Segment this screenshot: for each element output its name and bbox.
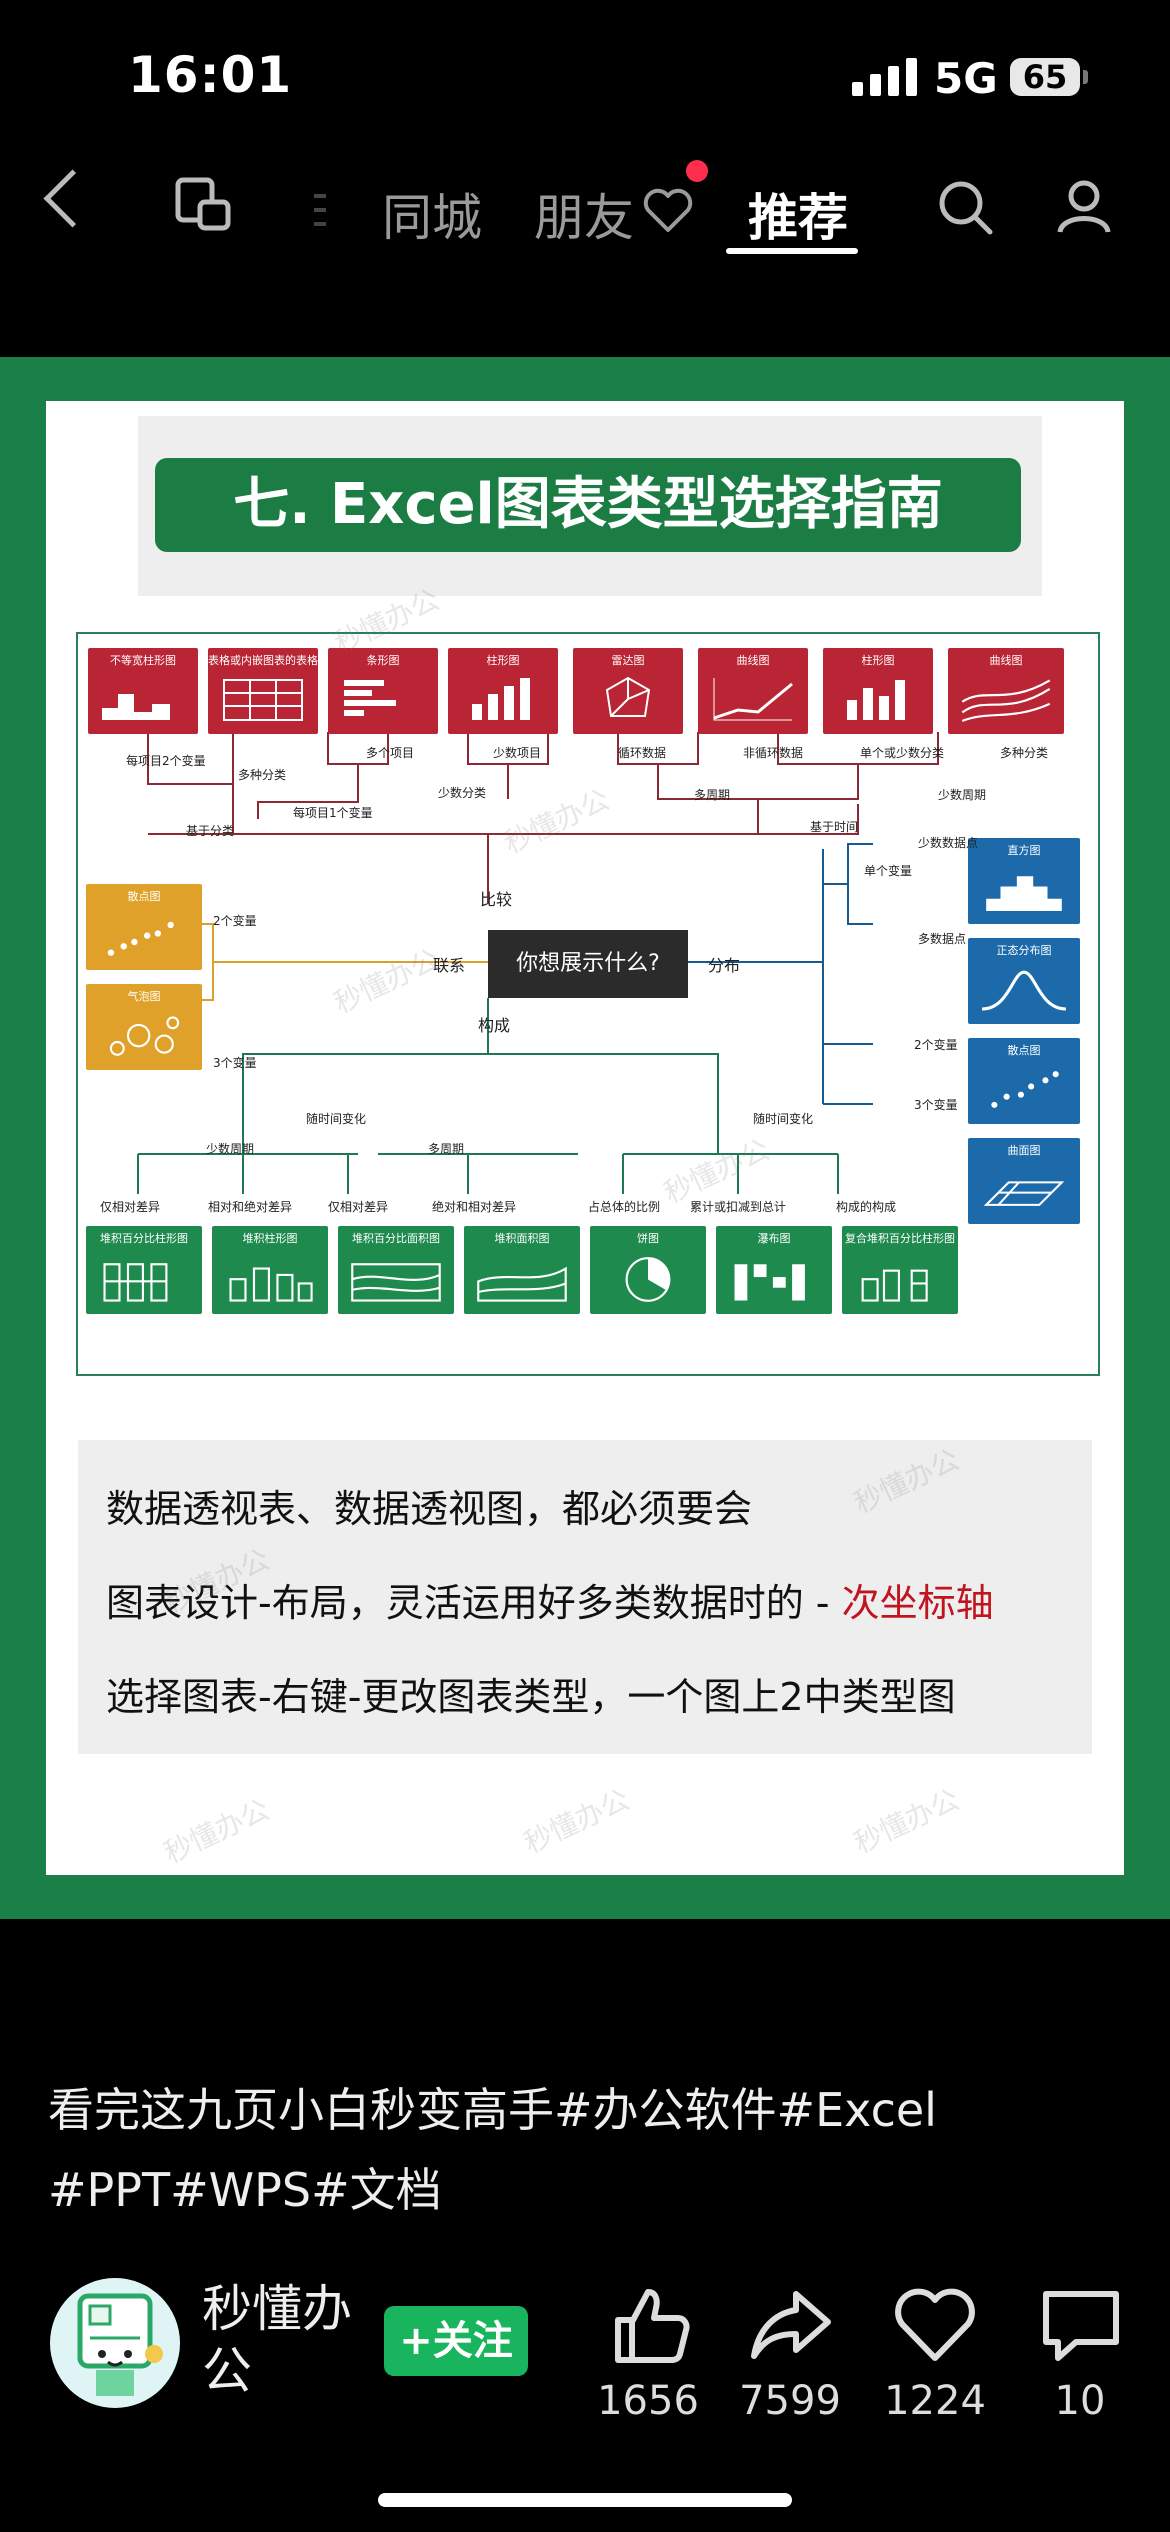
share-count: 7599: [739, 2378, 841, 2424]
label-rel-diff-2: 仅相对差异: [328, 1200, 389, 1214]
post-caption[interactable]: 看完这九页小白秒变高手#办公软件#Excel #PPT#WPS#文档: [48, 2083, 937, 2217]
label-few-cats: 单个或少数分类: [860, 746, 945, 760]
label-over-time-2: 随时间变化: [753, 1112, 814, 1126]
note-line-1: 数据透视表、数据透视图，都必须要会: [106, 1487, 753, 1531]
label-few-points: 少数数据点: [918, 836, 979, 850]
tab-recommend[interactable]: 推荐: [748, 189, 848, 247]
label-comp-of-comp: 构成的构成: [836, 1200, 897, 1214]
comment-icon[interactable]: [1036, 2280, 1126, 2370]
label-over-time-1: 随时间变化: [306, 1112, 367, 1126]
tab-friends[interactable]: 朋友: [534, 189, 634, 247]
chart-box-curve-2: 曲线图: [948, 648, 1064, 734]
share-icon[interactable]: [746, 2280, 836, 2370]
tab-same-city[interactable]: 同城: [382, 189, 482, 247]
label-share-total: 占总体的比例: [588, 1200, 661, 1214]
like-icon[interactable]: [604, 2280, 694, 2370]
branch-composition: 构成: [478, 1016, 511, 1035]
chart-box-bubble: 气泡图: [86, 984, 202, 1070]
chart-box-stacked-column: 堆积柱形图: [212, 1226, 328, 1314]
favorite-count: 1224: [884, 2378, 986, 2424]
label-dist-3vars: 3个变量: [914, 1098, 958, 1112]
branch-relation: 联系: [433, 956, 466, 975]
chart-box-scatter: 散点图: [86, 884, 202, 970]
notification-dot: [686, 160, 708, 182]
label-few-periods: 少数周期: [938, 788, 987, 802]
chart-box-waterfall: 瀑布图: [716, 1226, 832, 1314]
notes-box: 数据透视表、数据透视图，都必须要会 图表设计-布局，灵活运用好多类数据时的 - …: [78, 1440, 1092, 1754]
chart-box-stacked-pct-area: 堆积百分比面积图: [338, 1226, 454, 1314]
label-many-points: 多数据点: [918, 932, 967, 946]
note-line-3: 选择图表-右键-更改图表类型，一个图上2中类型图: [106, 1675, 956, 1719]
label-dist-2vars: 2个变量: [914, 1038, 958, 1052]
profile-icon[interactable]: [1054, 176, 1114, 236]
home-indicator[interactable]: [378, 2493, 792, 2507]
label-single-var: 单个变量: [864, 864, 913, 878]
label-few-categories: 少数分类: [438, 786, 487, 800]
label-many-cats: 多种分类: [238, 768, 287, 782]
tab-partial-icon: [314, 194, 326, 226]
label-scatter-2vars: 2个变量: [213, 914, 257, 928]
multi-window-icon[interactable]: [174, 176, 234, 236]
label-few-periods-2: 少数周期: [206, 1142, 255, 1156]
label-noncyclic: 非循环数据: [743, 746, 804, 760]
chart-box-scatter-2: 散点图: [968, 1038, 1080, 1124]
label-abs-rel-diff: 绝对和相对差异: [432, 1200, 517, 1214]
comment-count: 10: [1054, 2378, 1106, 2424]
chart-box-stacked-pct-column: 堆积百分比柱形图: [86, 1226, 202, 1314]
like-count: 1656: [597, 2378, 699, 2424]
label-many-periods-2: 多周期: [428, 1142, 465, 1156]
label-cumulative: 累计或扣减到总计: [690, 1200, 787, 1214]
search-icon[interactable]: [936, 178, 996, 238]
note-line-2: 图表设计-布局，灵活运用好多类数据时的 - 次坐标轴: [106, 1581, 994, 1625]
chart-box-radar: 雷达图: [573, 648, 683, 734]
signal-icon: [852, 56, 917, 96]
label-rel-abs-diff: 相对和绝对差异: [208, 1200, 293, 1214]
label-cyclic: 循环数据: [618, 746, 667, 760]
label-few-items: 少数项目: [493, 746, 542, 760]
label-rel-diff: 仅相对差异: [100, 1200, 161, 1214]
branch-compare: 比较: [480, 890, 513, 909]
note-highlight: 次坐标轴: [841, 1581, 994, 1625]
label-bubble-3vars: 3个变量: [213, 1056, 257, 1070]
chart-box-pie: 饼图: [590, 1226, 706, 1314]
chart-box-normal-dist: 正态分布图: [968, 938, 1080, 1024]
chart-box-stacked-area: 堆积面积图: [464, 1226, 580, 1314]
author-name[interactable]: 秒懂办公: [202, 2280, 352, 2400]
chart-box-curve: 曲线图: [698, 648, 808, 734]
label-by-category: 基于分类: [186, 824, 235, 838]
chart-box-column: 柱形图: [448, 648, 558, 734]
battery-icon: 65: [1010, 58, 1080, 96]
chart-box-variable-width-column: 不等宽柱形图: [88, 648, 198, 734]
label-many-cats-2: 多种分类: [1000, 746, 1049, 760]
chart-box-composite-stacked: 复合堆积百分比柱形图: [842, 1226, 958, 1314]
chart-box-histogram: 直方图: [968, 838, 1080, 924]
label-1-var: 每项目1个变量: [293, 806, 373, 820]
follow-button[interactable]: +关注: [384, 2306, 528, 2376]
label-many-items: 多个项目: [366, 746, 415, 760]
network-type: 5G: [934, 54, 998, 103]
status-time: 16:01: [128, 46, 293, 104]
favorite-icon[interactable]: [890, 2280, 980, 2370]
center-question: 你想展示什么?: [488, 930, 688, 998]
heart-icon: [643, 188, 693, 232]
label-by-time: 基于时间: [810, 820, 859, 834]
chart-box-bar: 条形图: [328, 648, 438, 734]
chart-box-embedded-table: 表格或内嵌图表的表格: [208, 648, 318, 734]
chart-box-surface: 曲面图: [968, 1138, 1080, 1224]
active-tab-indicator: [726, 248, 858, 254]
label-2-vars: 每项目2个变量: [126, 754, 206, 768]
battery-tip: [1083, 70, 1088, 84]
poster-title: 七. Excel图表类型选择指南: [155, 458, 1021, 552]
chart-selection-diagram: 不等宽柱形图 表格或内嵌图表的表格 条形图 柱形图 雷达图 曲线图 柱形图 曲线…: [76, 632, 1100, 1376]
chart-box-column-2: 柱形图: [823, 648, 933, 734]
avatar[interactable]: [50, 2278, 180, 2408]
back-icon[interactable]: [43, 169, 102, 228]
label-many-periods: 多周期: [694, 788, 731, 802]
branch-distribution: 分布: [708, 956, 741, 975]
